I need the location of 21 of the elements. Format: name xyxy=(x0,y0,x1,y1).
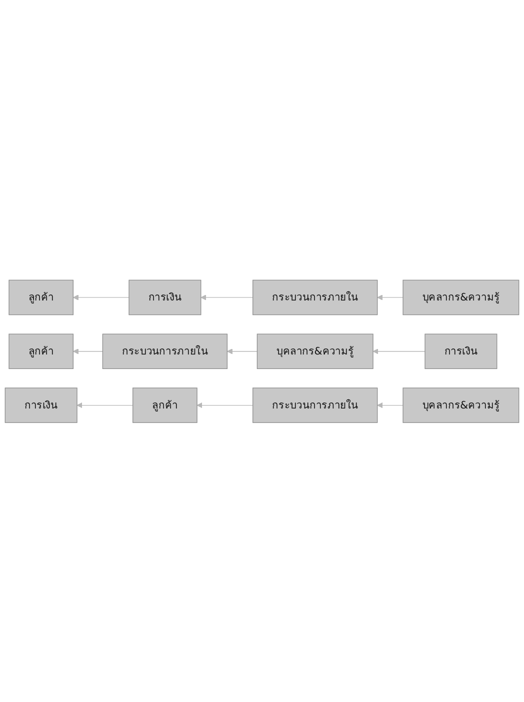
node-box: บุคลากร&ความรู้ xyxy=(402,279,520,315)
arrow xyxy=(196,402,254,408)
arrow xyxy=(372,348,426,354)
node-box: กระบวนการภายใน xyxy=(252,279,378,315)
node-box: บุคลากร&ความรู้ xyxy=(256,333,374,369)
arrow xyxy=(72,348,104,354)
arrow xyxy=(200,294,254,300)
arrow xyxy=(377,294,404,300)
arrow xyxy=(377,402,404,408)
node-box: ลูกค้า xyxy=(132,387,198,423)
node-box: การเงิน xyxy=(128,279,202,315)
node-box: บุคลากร&ความรู้ xyxy=(402,387,520,423)
node-box: กระบวนการภายใน xyxy=(252,387,378,423)
arrow xyxy=(76,402,134,408)
node-box: กระบวนการภายใน xyxy=(102,333,228,369)
node-box: ลูกค้า xyxy=(8,333,74,369)
node-box: ลูกค้า xyxy=(8,279,74,315)
node-box: การเงิน xyxy=(424,333,498,369)
node-box: การเงิน xyxy=(4,387,78,423)
arrow xyxy=(226,348,258,354)
arrow xyxy=(72,294,130,300)
